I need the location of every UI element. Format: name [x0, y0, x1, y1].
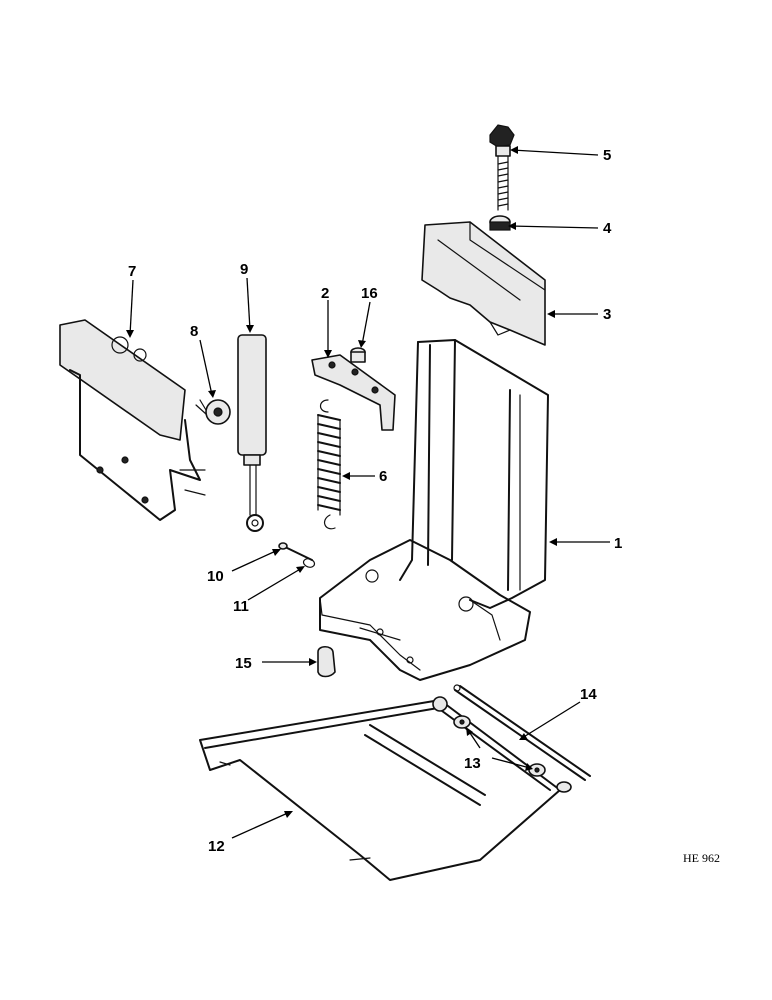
- part-12-support-frame: [199, 696, 561, 881]
- callout-1: 1: [614, 535, 622, 552]
- part-5-knob-bolt: [489, 124, 515, 211]
- part-14-rod: [453, 684, 591, 781]
- callout-7: 7: [128, 263, 136, 280]
- part-16-bushing: [350, 347, 366, 363]
- part-8-bumper: [195, 399, 231, 425]
- callout-12: 12: [208, 838, 225, 855]
- callout-14: 14: [580, 686, 597, 703]
- callout-16: 16: [361, 285, 378, 302]
- callout-4: 4: [603, 220, 612, 237]
- part-1-seat-frame: [319, 339, 549, 681]
- callout-11: 11: [233, 598, 249, 615]
- callout-5: 5: [603, 147, 611, 164]
- part-13-bushings: [453, 715, 572, 793]
- part-11-clip: [302, 558, 316, 568]
- callout-3: 3: [603, 306, 611, 323]
- part-4-nut: [489, 215, 511, 231]
- part-6-spring: [317, 399, 341, 530]
- drawing-code: HE 962: [683, 851, 720, 865]
- callout-9: 9: [240, 261, 248, 278]
- callout-2: 2: [321, 285, 329, 302]
- callout-13: 13: [464, 755, 481, 772]
- leader-lines: [126, 146, 610, 839]
- part-2-bracket: [311, 354, 396, 431]
- part-7-mounting-plate: [59, 319, 206, 521]
- callout-10: 10: [207, 568, 224, 585]
- part-9-shock-absorber: [237, 334, 267, 532]
- part-15-bumper: [317, 645, 336, 678]
- callout-8: 8: [190, 323, 198, 340]
- part-3-cushion: [421, 221, 546, 346]
- callout-15: 15: [235, 655, 252, 672]
- part-10-pin: [278, 542, 313, 561]
- callout-6: 6: [379, 468, 387, 485]
